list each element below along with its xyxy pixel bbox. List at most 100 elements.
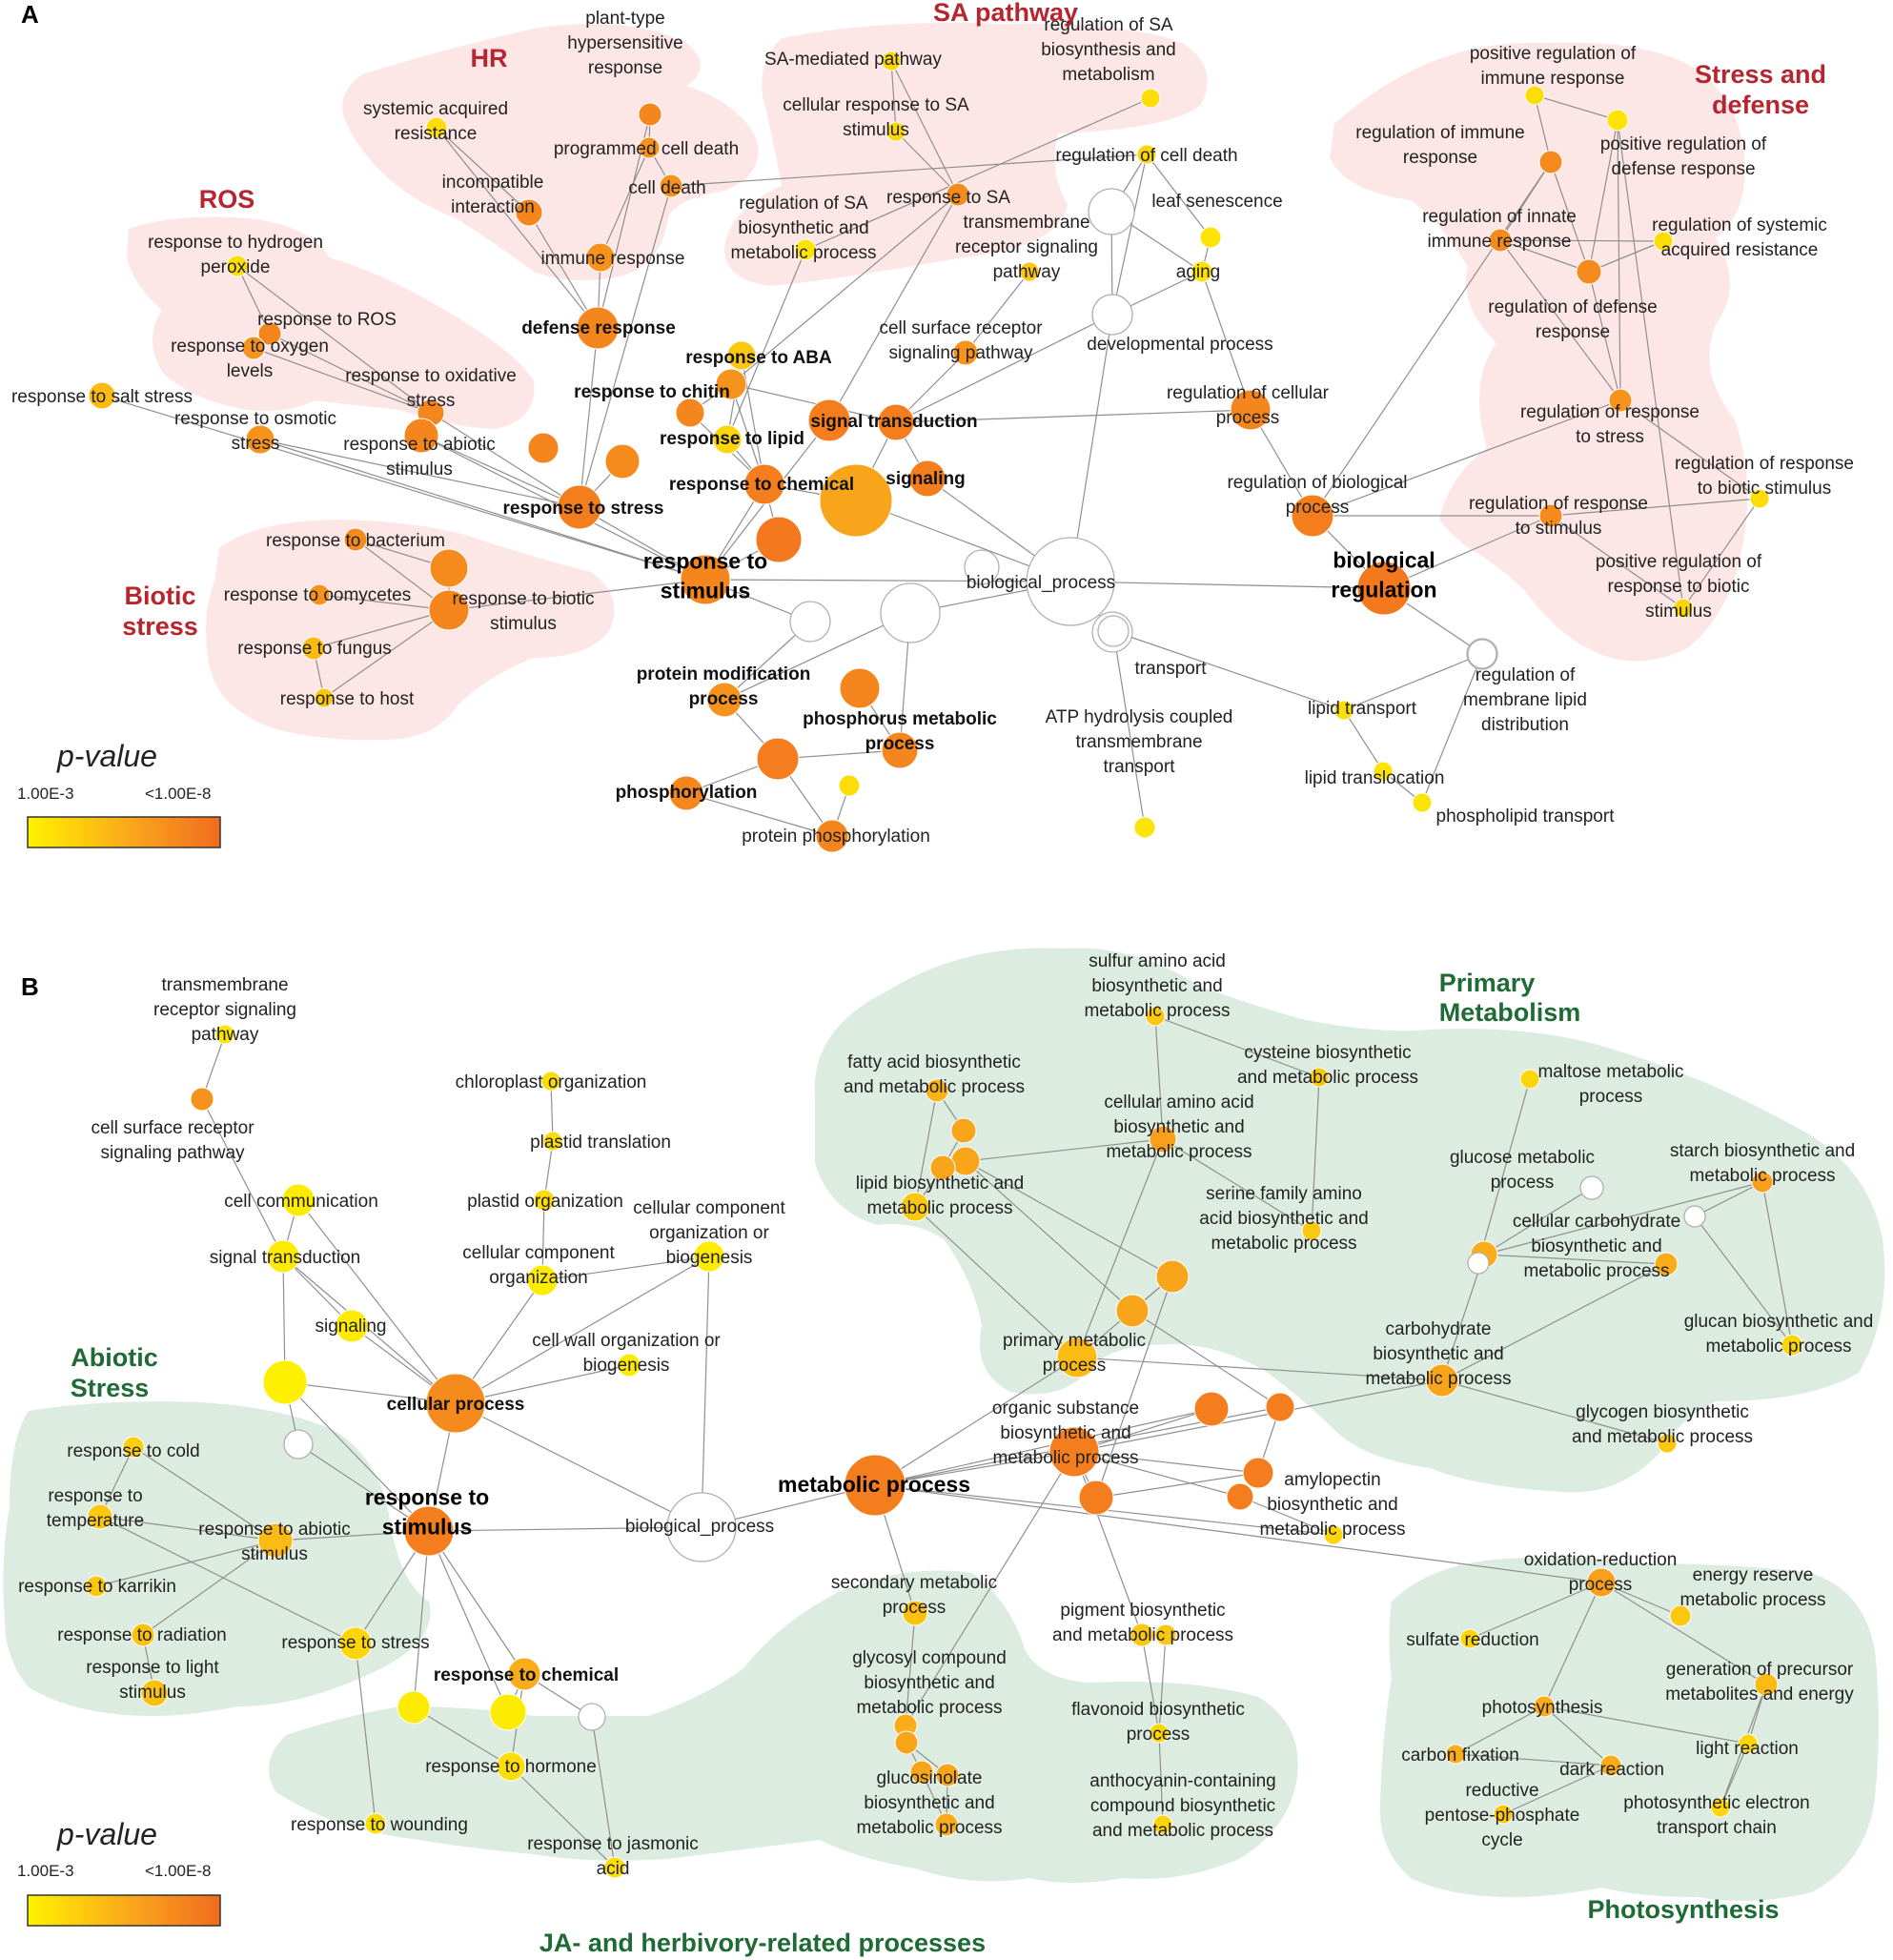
node-b_glucose[interactable] xyxy=(1579,1175,1604,1200)
node-b_o1[interactable] xyxy=(1193,1391,1230,1427)
node-b_antho[interactable] xyxy=(1152,1814,1173,1835)
node-b_gluco[interactable] xyxy=(934,1812,959,1837)
node-b_sigtr[interactable] xyxy=(266,1239,300,1274)
node-b_e2[interactable] xyxy=(578,1703,606,1731)
node-b_sulfur[interactable] xyxy=(1145,1006,1166,1027)
node-b_cellcom[interactable] xyxy=(281,1183,316,1217)
node-a_cellsa[interactable] xyxy=(885,121,906,142)
node-b_cellp[interactable] xyxy=(425,1373,486,1434)
node-b_e1[interactable] xyxy=(283,1429,314,1460)
node-a_oxy[interactable] xyxy=(241,336,266,360)
node-b_g3[interactable] xyxy=(909,1760,934,1785)
node-a_transport[interactable] xyxy=(1097,615,1130,647)
node-a_signal[interactable] xyxy=(908,459,946,498)
node-a_salt[interactable] xyxy=(88,381,116,410)
node-a_lipt[interactable] xyxy=(1333,700,1354,721)
node-a_rstress[interactable] xyxy=(557,484,602,530)
node-a_pphos[interactable] xyxy=(815,819,849,853)
node-b_starch[interactable] xyxy=(1751,1171,1774,1194)
node-a_defense[interactable] xyxy=(576,306,620,350)
node-a_lipid[interactable] xyxy=(712,424,743,455)
node-a_bp[interactable] xyxy=(1026,537,1115,626)
node-b_abio[interactable] xyxy=(257,1522,294,1559)
node-b_pm3[interactable] xyxy=(1115,1294,1150,1328)
node-b_orgsub[interactable] xyxy=(1048,1426,1100,1478)
node-b_flav[interactable] xyxy=(1149,1723,1170,1744)
node-b_second[interactable] xyxy=(902,1600,928,1626)
node-a_atp[interactable] xyxy=(1133,816,1156,839)
node-a_posbio[interactable] xyxy=(1673,598,1694,619)
node-a_regrbio[interactable] xyxy=(1749,488,1770,509)
node-b_pm5[interactable] xyxy=(929,1154,956,1181)
node-b_g1[interactable] xyxy=(894,1730,919,1755)
node-a_regbio[interactable] xyxy=(1291,494,1334,538)
node-b_ccorg[interactable] xyxy=(526,1264,559,1296)
node-a_regrs[interactable] xyxy=(1608,388,1633,413)
node-a_regimm[interactable] xyxy=(1538,150,1563,174)
node-b_pm4[interactable] xyxy=(950,1117,977,1144)
node-b_carbfix[interactable] xyxy=(1445,1744,1466,1765)
node-a_pp2[interactable] xyxy=(839,667,881,709)
node-b_chloro[interactable] xyxy=(540,1071,561,1092)
node-a_bact[interactable] xyxy=(343,527,368,552)
node-b_porg[interactable] xyxy=(533,1189,556,1212)
node-a_liptl[interactable] xyxy=(1373,761,1394,782)
node-a_phos[interactable] xyxy=(668,775,704,811)
node-a_cd[interactable] xyxy=(659,174,683,198)
node-b_hormone[interactable] xyxy=(496,1751,526,1782)
node-a_samed[interactable] xyxy=(881,51,902,71)
node-b_rts[interactable] xyxy=(403,1505,455,1557)
node-a_phosl[interactable] xyxy=(1412,792,1433,813)
node-a_tmrec[interactable] xyxy=(1019,261,1040,282)
node-b_caa[interactable] xyxy=(1149,1125,1177,1154)
node-a_bc1[interactable] xyxy=(429,548,469,588)
node-b_y2[interactable] xyxy=(397,1690,431,1725)
node-b_cwall[interactable] xyxy=(617,1353,641,1378)
node-b_tmrec[interactable] xyxy=(214,1024,235,1045)
node-a_regcd[interactable] xyxy=(1136,144,1157,165)
node-b_cold[interactable] xyxy=(122,1436,145,1459)
node-b_lightr[interactable] xyxy=(1738,1733,1759,1754)
node-b_csr[interactable] xyxy=(190,1087,214,1112)
node-b_o5[interactable] xyxy=(1078,1480,1114,1516)
node-b_maltose[interactable] xyxy=(1519,1069,1540,1090)
node-a_leaf[interactable] xyxy=(1199,226,1222,249)
node-b_signal[interactable] xyxy=(335,1309,369,1343)
node-a_incomp[interactable] xyxy=(515,198,543,227)
node-a_pp4[interactable] xyxy=(838,774,861,797)
node-a_regrstim[interactable] xyxy=(1538,503,1563,528)
node-a_pcd[interactable] xyxy=(638,136,661,159)
node-a_oomy[interactable] xyxy=(308,583,331,606)
node-b_rchem[interactable] xyxy=(507,1657,541,1691)
node-b_ptrans[interactable] xyxy=(542,1131,563,1152)
node-a_osm[interactable] xyxy=(245,424,275,455)
node-a_chitin[interactable] xyxy=(675,398,705,428)
node-a_chem[interactable] xyxy=(743,463,785,505)
node-a_pmod[interactable] xyxy=(706,682,743,718)
node-b_lipid[interactable] xyxy=(900,1192,930,1222)
node-a_devel[interactable] xyxy=(1091,294,1133,336)
node-b_amylo[interactable] xyxy=(1323,1524,1344,1545)
node-b_dark[interactable] xyxy=(1599,1754,1622,1777)
node-b_pigment[interactable] xyxy=(1130,1623,1154,1647)
node-b_wound[interactable] xyxy=(364,1812,387,1835)
node-b_cx1[interactable] xyxy=(1467,1252,1490,1275)
node-b_pg1[interactable] xyxy=(1154,1623,1177,1646)
node-b_met[interactable] xyxy=(844,1454,906,1517)
node-a_lipmem[interactable] xyxy=(1467,639,1497,669)
node-b_etc[interactable] xyxy=(1710,1797,1731,1818)
node-a_e1[interactable] xyxy=(880,582,941,643)
node-b_ja[interactable] xyxy=(603,1856,626,1879)
node-a_posdef[interactable] xyxy=(1606,109,1629,132)
node-a_regdef[interactable] xyxy=(1576,258,1602,285)
node-a_e2[interactable] xyxy=(1088,188,1135,235)
node-b_y3[interactable] xyxy=(489,1693,527,1731)
node-b_cx3[interactable] xyxy=(1654,1252,1679,1276)
node-b_y1[interactable] xyxy=(262,1359,308,1405)
node-a_ros[interactable] xyxy=(257,321,282,346)
node-a_u3[interactable] xyxy=(604,443,641,480)
node-a_fungus[interactable] xyxy=(301,636,326,661)
node-b_serine[interactable] xyxy=(1301,1220,1322,1241)
node-b_o2[interactable] xyxy=(1265,1392,1295,1422)
node-a_immune[interactable] xyxy=(585,242,616,273)
